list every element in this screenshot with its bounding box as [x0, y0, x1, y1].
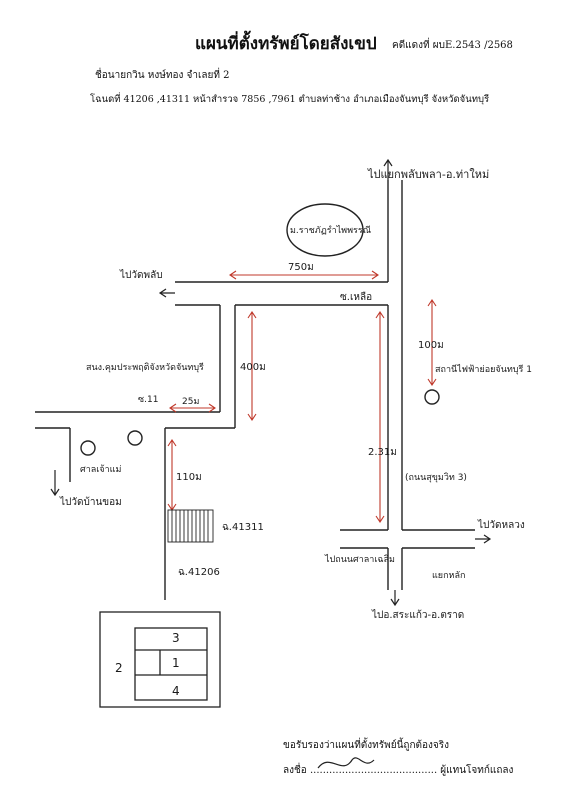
plot-sketch	[99, 611, 221, 708]
label-parcel-41206: ฉ.41206	[178, 567, 220, 578]
label-dist-750: 750ม	[288, 262, 314, 273]
arrow-bottom	[390, 590, 400, 607]
label-junction: แยกหลัก	[432, 571, 465, 581]
label-dir-bottom: ไปอ.สระแก้ว-อ.ตราด	[371, 609, 464, 621]
dim-100	[427, 299, 437, 386]
case-number: คดีแดงที่ ผบE.2543 /2568	[392, 40, 513, 51]
label-dir-left: ไปวัดพลับ	[119, 269, 163, 281]
plot-label-2: 2	[115, 661, 123, 675]
parcel-hatch	[167, 509, 214, 543]
owner-name: ชื่อนายกวิน หงษ์ทอง จำเลยที่ 2	[95, 70, 230, 81]
certification-text: ขอรับรองว่าแผนที่ตั้งทรัพย์นี้ถูกต้องจริ…	[283, 740, 450, 751]
label-soi-main: ซ.เหลือ	[340, 291, 372, 303]
arrow-top	[383, 158, 393, 180]
plot-label-1: 1	[172, 656, 180, 670]
dim-750	[229, 270, 379, 280]
dim-231	[375, 311, 385, 523]
label-dir-right: ไปวัดหลวง	[477, 519, 525, 531]
office-marker	[127, 430, 143, 446]
label-dir-top: ไปแยกพลับพลา-อ.ท่าใหม่	[367, 168, 489, 181]
arrow-right	[475, 534, 492, 544]
plot-label-3: 3	[172, 631, 180, 645]
dim-110	[167, 439, 177, 511]
power-station-marker	[424, 389, 440, 405]
university-marker	[286, 203, 364, 257]
label-dir-bottom-left: ไปถนนศาลาเฉลิม	[324, 554, 395, 565]
signature	[317, 757, 375, 769]
label-dist-400: 400ม	[240, 362, 266, 373]
label-temple: ศาลเจ้าแม่	[80, 464, 121, 475]
label-university: ม.ราชภัฏรำไพพรรณี	[290, 225, 371, 236]
label-dist-100: 100ม	[418, 340, 444, 351]
page-title: แผนที่ตั้งทรัพย์โดยสังเขป	[195, 34, 377, 54]
label-dir-left-bottom: ไปวัดบ้านขอม	[59, 496, 122, 508]
signature-line: ลงชื่อ .................................…	[283, 765, 514, 776]
label-dist-110: 110ม	[176, 472, 202, 483]
plot-label-4: 4	[172, 684, 180, 698]
dim-400	[247, 311, 257, 421]
temple-marker	[80, 440, 96, 456]
label-dist-231: 2.31ม	[368, 447, 397, 458]
dim-25	[169, 403, 216, 413]
label-office: สนง.คุมประพฤติจังหวัดจันทบุรี	[86, 362, 204, 373]
deed-info: โฉนดที่ 41206 ,41311 หน้าสำรวจ 7856 ,796…	[90, 94, 490, 105]
label-highway: (ถนนสุขุมวิท 3)	[405, 472, 467, 483]
arrow-left-bottom	[50, 470, 60, 497]
label-soi-11: ซ.11	[138, 395, 158, 405]
label-parcel-41311: ฉ.41311	[222, 522, 264, 533]
label-power-office: สถานีไฟฟ้าย่อยจันทบุรี 1	[435, 364, 532, 375]
arrow-left-top	[158, 288, 175, 298]
label-dist-25: 25ม	[182, 397, 199, 407]
